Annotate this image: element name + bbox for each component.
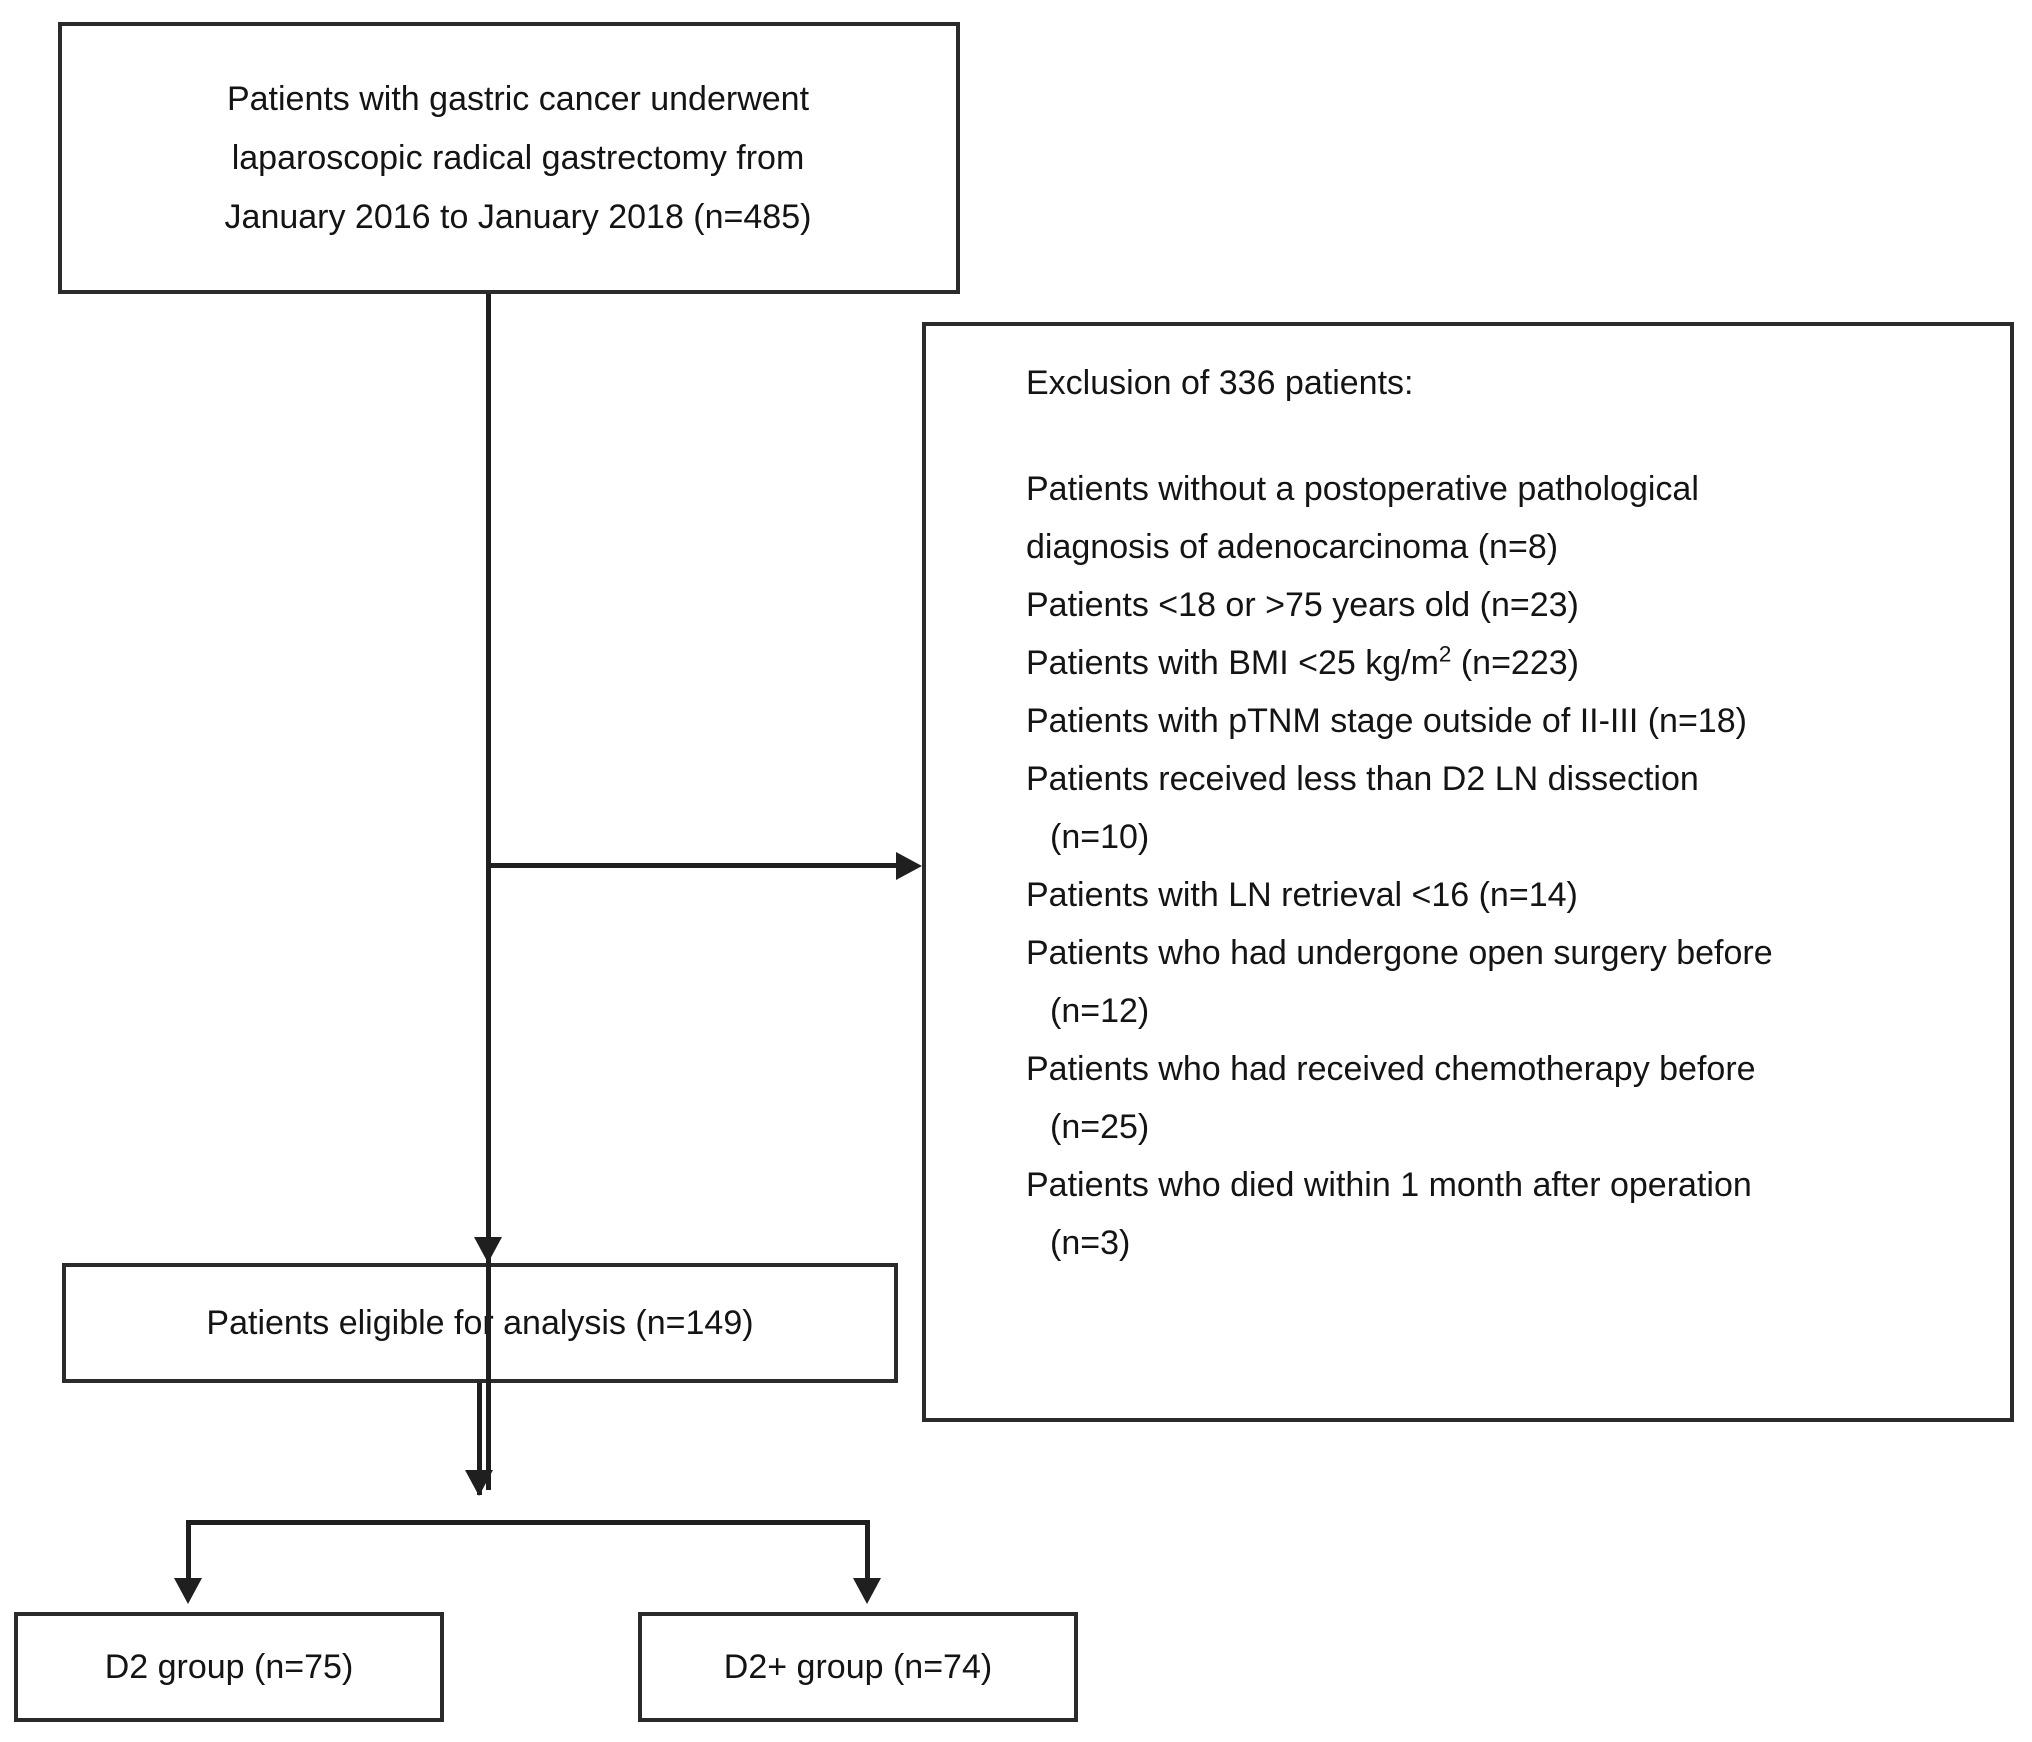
exclusion-item-continuation: (n=10) <box>1050 818 1150 856</box>
enrollment-box: Patients with gastric cancer underwent l… <box>58 22 960 294</box>
exclusion-item-bmi-count: (n=223) <box>1451 644 1579 682</box>
arrowhead-to-eligible <box>474 1237 502 1263</box>
eligible-label: Patients eligible for analysis (n=149) <box>206 1303 754 1342</box>
connector-drop-right <box>865 1520 870 1590</box>
connector-drop-left <box>186 1520 191 1590</box>
d2plus-group-box: D2+ group (n=74) <box>638 1612 1078 1722</box>
d2plus-group-label: D2+ group (n=74) <box>723 1647 993 1686</box>
eligible-box: Patients eligible for analysis (n=149) <box>62 1263 898 1383</box>
enrollment-line-2: laparoscopic radical gastrectomy from <box>231 138 805 177</box>
exclusion-item: Patients who had undergone open surgery … <box>1026 934 1773 972</box>
exclusion-item: Patients without a postoperative patholo… <box>1026 470 1699 508</box>
connector-trunk-vertical <box>486 294 491 1490</box>
exclusion-item-bmi-text: Patients with BMI <25 kg/m <box>1026 644 1439 682</box>
exclusion-item: Patients who died within 1 month after o… <box>1026 1166 1752 1204</box>
exclusion-item-continuation: (n=3) <box>1050 1224 1131 1262</box>
connector-split-bar <box>186 1520 870 1525</box>
exclusion-item: Patients received less than D2 LN dissec… <box>1026 760 1699 798</box>
arrowhead-split-entry <box>465 1470 493 1496</box>
superscript-two: 2 <box>1438 641 1452 667</box>
arrowhead-to-d2 <box>174 1578 202 1604</box>
exclusion-item: Patients with pTNM stage outside of II-I… <box>1026 702 1747 740</box>
exclusion-item: Patients <18 or >75 years old (n=23) <box>1026 586 1579 624</box>
exclusion-item: Patients with LN retrieval <16 (n=14) <box>1026 876 1578 914</box>
enrollment-line-3: January 2016 to January 2018 (n=485) <box>224 197 812 236</box>
d2-group-label: D2 group (n=75) <box>104 1647 354 1686</box>
exclusion-heading: Exclusion of 336 patients: <box>1026 364 1414 402</box>
arrowhead-to-d2plus <box>853 1578 881 1604</box>
arrowhead-to-exclusion <box>896 852 922 880</box>
connector-to-exclusion <box>486 863 896 868</box>
enrollment-line-1: Patients with gastric cancer underwent <box>226 79 810 118</box>
exclusion-item-continuation: (n=25) <box>1050 1108 1150 1146</box>
exclusion-item-bmi: Patients with BMI <25 kg/m2 (n=223) <box>1026 634 2032 692</box>
exclusion-box: Exclusion of 336 patients: Patients with… <box>922 322 2014 1422</box>
exclusion-item: diagnosis of adenocarcinoma (n=8) <box>1026 528 1559 566</box>
exclusion-item: Patients who had received chemotherapy b… <box>1026 1050 1756 1088</box>
connector-eligible-down <box>477 1383 482 1495</box>
exclusion-item-continuation: (n=12) <box>1050 992 1150 1030</box>
d2-group-box: D2 group (n=75) <box>14 1612 444 1722</box>
